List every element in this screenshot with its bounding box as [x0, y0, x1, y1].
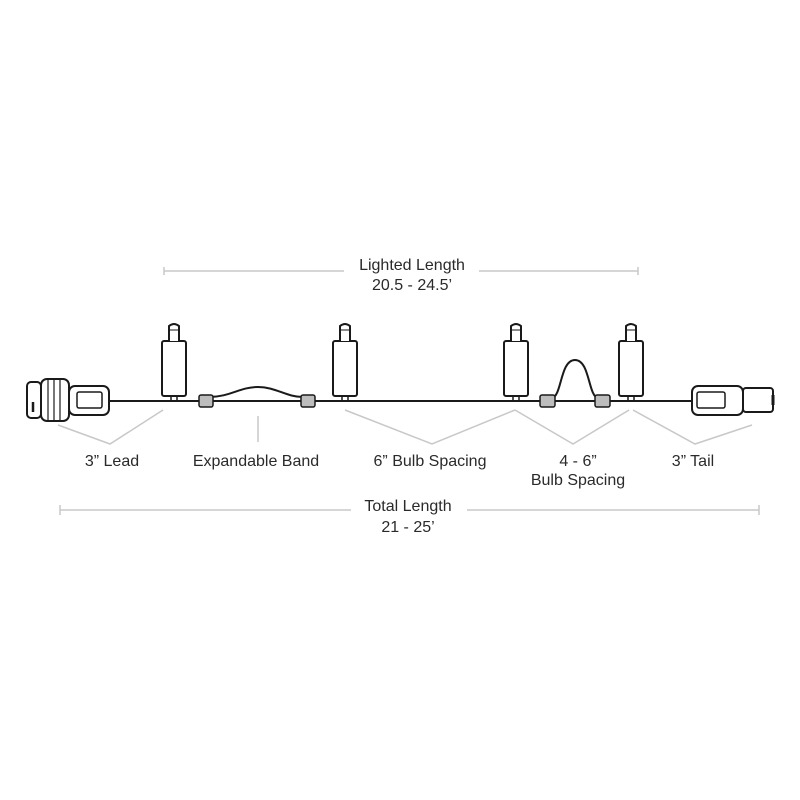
callout-brackets: [57, 409, 753, 445]
bulb-2: [332, 323, 358, 401]
lead-connector: [26, 378, 110, 422]
total-length-dimension: [59, 505, 760, 515]
expandable-band-2: [539, 358, 611, 408]
bulb-1: [161, 323, 187, 401]
total-length-title: Total Length: [364, 498, 451, 515]
lighted-length-title: Lighted Length: [359, 257, 465, 274]
bulb-4: [618, 323, 644, 401]
bulb-spacing-6-label: 6” Bulb Spacing: [374, 453, 487, 470]
expandable-band-1: [198, 385, 316, 408]
bulb-spacing-4-6-label-line1: 4 - 6”: [559, 453, 596, 470]
bulb-spacing-4-6-label-line2: Bulb Spacing: [531, 472, 625, 489]
tail-connector: [691, 385, 775, 416]
lighted-length-dimension: [163, 267, 639, 275]
lead-label: 3” Lead: [85, 453, 139, 470]
total-length-value: 21 - 25’: [381, 519, 434, 536]
tail-label: 3” Tail: [672, 453, 714, 470]
expandable-band-label: Expandable Band: [193, 453, 319, 470]
lighted-length-value: 20.5 - 24.5’: [372, 277, 452, 294]
bulb-3: [503, 323, 529, 401]
